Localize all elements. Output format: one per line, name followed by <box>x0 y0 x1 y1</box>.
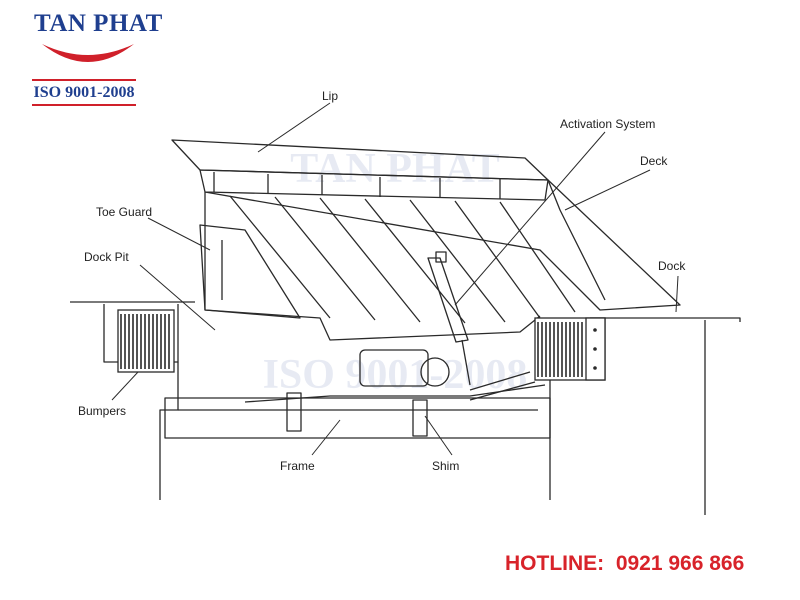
leader-frame <box>311 419 341 456</box>
toe-guard <box>199 224 301 319</box>
leader-activation-system <box>454 131 606 306</box>
label-toe-guard: Toe Guard <box>96 205 152 219</box>
label-deck: Deck <box>640 154 668 168</box>
label-bumpers: Bumpers <box>78 404 126 418</box>
watermark-name: TAN PHAT <box>290 146 500 192</box>
leader-lip <box>257 102 331 153</box>
brand-swoosh-icon <box>42 44 134 62</box>
leader-dock <box>675 275 679 313</box>
deck <box>204 179 681 311</box>
dock-floor <box>70 301 741 322</box>
shim <box>412 399 428 437</box>
leader-deck <box>564 169 651 211</box>
watermark: TAN PHAT ISO 9001-2008 <box>263 146 528 398</box>
label-dock-pit: Dock Pit <box>84 250 129 264</box>
iso-certification: ISO 9001-2008 <box>32 79 136 106</box>
pit-wall-left <box>159 362 179 500</box>
leader-toe-guard <box>147 217 211 251</box>
label-frame: Frame <box>280 459 315 473</box>
watermark-iso: ISO 9001-2008 <box>263 352 528 398</box>
bumper-left <box>117 309 175 373</box>
frame-post-left <box>286 392 302 432</box>
hydraulic-motor <box>359 349 429 387</box>
label-lip: Lip <box>322 89 338 103</box>
leader-shim <box>424 415 453 456</box>
motor-pulley <box>420 357 450 387</box>
support-arm <box>469 371 536 401</box>
leader-bumpers <box>111 371 139 401</box>
label-shim: Shim <box>432 459 459 473</box>
deck-front-hinge <box>199 169 549 201</box>
brand-name: TAN PHAT <box>34 10 163 37</box>
leader-dock-pit <box>139 264 216 331</box>
frame <box>164 397 551 439</box>
label-dock: Dock <box>658 259 686 273</box>
bumper-right <box>534 317 606 381</box>
deck-ribs <box>229 195 576 324</box>
hotline-text: HOTLINE: 0921 966 866 <box>505 552 745 575</box>
label-activation-system: Activation System <box>560 117 655 131</box>
activation-cylinder <box>427 257 469 343</box>
deck-underside <box>204 192 541 341</box>
